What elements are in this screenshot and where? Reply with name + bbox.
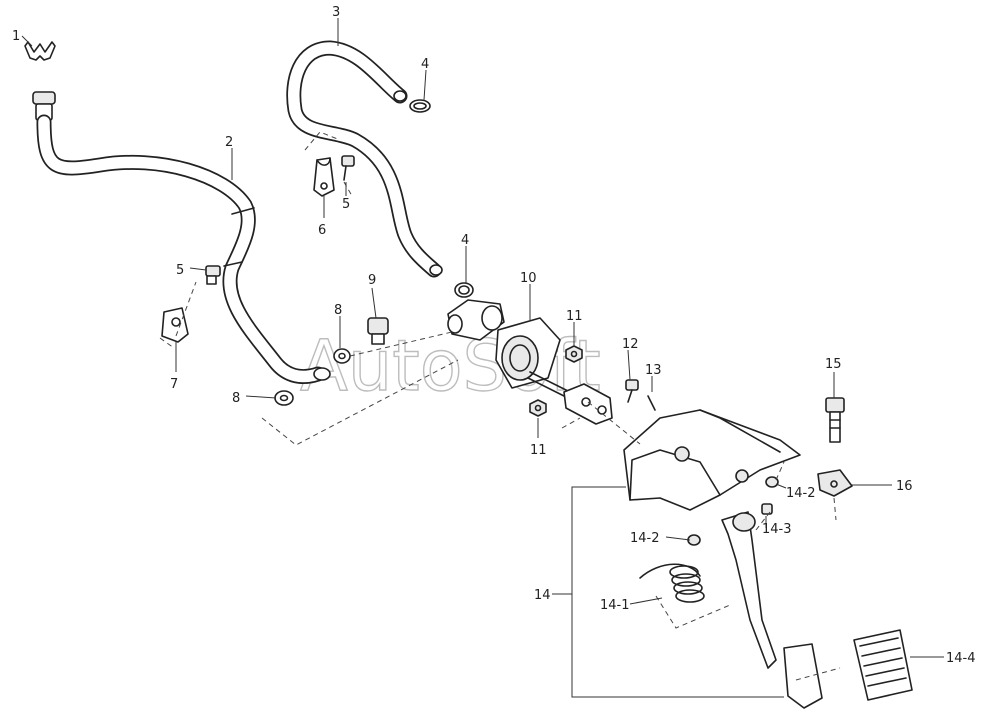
callout-8-upper: 8 [334,303,342,318]
part-2-hose [32,91,331,384]
part-13-pin [625,379,656,411]
callout-11-lower: 11 [530,443,547,458]
callout-4-lower: 4 [461,233,469,248]
callout-4-upper: 4 [421,57,429,72]
part-14-4-pedal-pad [853,629,913,701]
callout-5-upper: 5 [342,197,350,212]
part-7-bracket [161,307,189,343]
callout-3: 3 [332,5,340,20]
callout-15: 15 [825,357,842,372]
callout-2: 2 [225,135,233,150]
callout-14-3: 14-3 [762,522,792,537]
callout-1: 1 [12,29,20,44]
callout-8-lower: 8 [232,391,240,406]
callout-16: 16 [896,479,913,494]
part-11-nut-lower [529,399,547,417]
part-14-pedal-assembly [623,409,823,709]
part-14-2-bushing-right [765,476,779,488]
callout-6: 6 [318,223,326,238]
part-1-clip [24,41,56,61]
part-14-1-spring [639,563,705,603]
callout-14: 14 [534,588,551,603]
callout-14-4: 14-4 [946,651,976,666]
part-8-washer-lower [274,390,294,406]
callout-14-1: 14-1 [600,598,630,613]
part-16-clip-nut [817,469,853,497]
callout-7: 7 [170,377,178,392]
leader-lines [21,18,944,698]
part-8-washer-upper [333,348,351,364]
callout-13: 13 [645,363,662,378]
dashed-assembly-lines [159,131,841,681]
callout-14-2-right: 14-2 [786,486,816,501]
part-15-bolt [825,397,845,443]
part-4-clamp-upper [409,99,431,113]
part-5-bolt-lower [205,265,221,285]
part-6-bracket [313,157,335,197]
part-12-clevis [563,383,613,425]
callout-10: 10 [520,271,537,286]
part-10-master-cylinder [447,299,571,399]
part-14-3-bushing [761,503,773,515]
callout-14-2-left: 14-2 [630,531,660,546]
callout-12: 12 [622,337,639,352]
part-9-banjo-bolt [367,317,389,345]
callout-labels: 1 2 3 4 4 5 5 6 7 8 8 9 10 11 11 12 13 1… [12,5,976,666]
callout-9: 9 [368,273,376,288]
callout-11-upper: 11 [566,309,583,324]
part-5-bolt-upper [341,155,355,181]
part-3-hose [286,40,443,278]
callout-5-lower: 5 [176,263,184,278]
part-11-nut-upper [565,345,583,363]
part-4-clamp-lower [454,282,474,298]
